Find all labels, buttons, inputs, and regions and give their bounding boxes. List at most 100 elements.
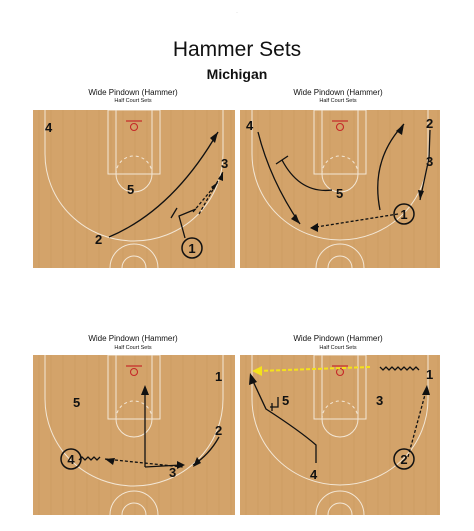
screen-path [144, 464, 182, 468]
court-background [240, 110, 440, 268]
player-marker: 3 [221, 156, 228, 171]
dashed-path [407, 390, 427, 458]
cut-arrow [251, 378, 317, 463]
screen-path [178, 208, 197, 239]
three-point-line [44, 110, 224, 242]
player-labels: 1 5 3 4 [282, 367, 433, 482]
cut-arrow [108, 131, 219, 238]
hoop [129, 367, 139, 377]
hoop [335, 122, 345, 132]
page-title: Hammer Sets [172, 38, 302, 61]
ball-handler: 1 [393, 203, 415, 225]
play-diagram-3: 1 5 2 3 4 [33, 355, 235, 515]
screen-bar [275, 155, 289, 165]
free-throw-circle [115, 173, 153, 193]
player-labels: 4 2 3 5 [246, 116, 433, 201]
screen-bar [170, 207, 178, 219]
key-lane-inner [321, 110, 359, 175]
player-marker: 1 [426, 367, 433, 382]
player-marker: 2 [215, 423, 222, 438]
free-throw-circle-dashed [321, 155, 359, 175]
player-marker: 3 [376, 393, 383, 408]
page-header-mark: ~ [236, 10, 238, 14]
play-diagram-4: 1 5 3 4 2 [240, 355, 440, 515]
arrow-head [252, 366, 262, 376]
ball-handler: 4 [60, 448, 82, 470]
arrow-head [418, 190, 424, 200]
court-floor [240, 110, 440, 268]
key-lane-inner [115, 355, 153, 420]
free-throw-circle-dashed [115, 155, 153, 175]
dribble-path [379, 366, 420, 371]
arrow-head [177, 461, 185, 469]
dribble-path [78, 456, 101, 461]
player-marker: 4 [246, 118, 254, 133]
center-circle-inner [121, 502, 147, 515]
player-marker: 3 [169, 465, 176, 480]
arrow-head [422, 385, 430, 395]
arrow-head [141, 385, 149, 395]
arrow-head [211, 182, 218, 190]
court-background [240, 355, 440, 515]
cut-arrow [257, 131, 301, 225]
play-diagram-2: 4 2 3 5 1 [240, 110, 440, 268]
player-marker: 5 [336, 186, 343, 201]
center-circle [315, 490, 365, 515]
free-throw-circle-dashed [115, 400, 153, 420]
screen-path [270, 397, 279, 408]
three-point-line [251, 355, 429, 486]
player-labels: 1 5 2 3 [73, 369, 222, 480]
free-throw-circle [115, 418, 153, 438]
dashed-path [104, 458, 184, 468]
screen-path [281, 159, 333, 192]
play-title-1: Wide Pindown (Hammer) [88, 88, 178, 97]
key-lane-inner [321, 355, 359, 420]
player-marker: 3 [426, 154, 433, 169]
free-throw-circle [321, 173, 359, 193]
play-title-4: Wide Pindown (Hammer) [293, 334, 383, 343]
court-background [33, 110, 235, 268]
center-circle [109, 490, 159, 515]
three-point-line [44, 355, 224, 487]
player-marker: 2 [426, 116, 433, 131]
free-throw-circle-dashed [321, 400, 359, 420]
court-floor [240, 355, 440, 515]
play-subtitle-1: Half Court Sets [114, 98, 152, 104]
arrow-head [105, 458, 115, 465]
arrow-head [210, 132, 218, 143]
court-background [33, 355, 235, 515]
player-marker: 5 [73, 395, 80, 410]
play-subtitle-2: Half Court Sets [319, 98, 357, 104]
player-marker-circled: 1 [188, 241, 195, 256]
actions [257, 123, 431, 232]
center-circle [315, 243, 365, 268]
center-circle [109, 243, 159, 268]
arrow-head [218, 172, 223, 181]
court-floor [33, 355, 235, 515]
free-throw-circle [321, 418, 359, 438]
player-marker: 5 [127, 182, 134, 197]
actions [78, 385, 220, 469]
play-title-3: Wide Pindown (Hammer) [88, 334, 178, 343]
center-circle-inner [327, 502, 353, 515]
actions [249, 366, 430, 463]
play-title-2: Wide Pindown (Hammer) [293, 88, 383, 97]
arrow-head [291, 214, 300, 224]
player-marker-circled: 1 [400, 207, 407, 222]
arrow-head [249, 373, 257, 385]
hoop [129, 122, 139, 132]
player-marker: 4 [310, 467, 318, 482]
arrow-head [310, 223, 318, 232]
team-name: Michigan [206, 66, 268, 82]
arrow-head [396, 124, 404, 135]
pass-highlight [257, 366, 371, 372]
center-circle-inner [327, 255, 353, 268]
player-marker-circled: 2 [400, 452, 407, 467]
ball-handler: 2 [393, 448, 415, 470]
play-subtitle-3: Half Court Sets [114, 345, 152, 351]
screen-path [428, 129, 431, 159]
court-floor [33, 110, 235, 268]
play-subtitle-4: Half Court Sets [319, 345, 357, 351]
player-marker: 1 [215, 369, 222, 384]
player-marker-circled: 4 [67, 452, 75, 467]
